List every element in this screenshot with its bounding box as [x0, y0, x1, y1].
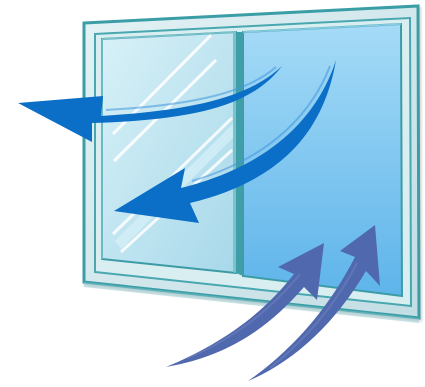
window-divider — [233, 31, 243, 276]
airflow-out-icon — [18, 60, 336, 223]
left-glass-pane — [101, 30, 240, 275]
airflow-in-icon — [166, 225, 380, 381]
airflow-out-arrow-middle — [114, 60, 336, 223]
airflow-in-arrow-right — [248, 225, 380, 381]
airflow-out-arrow-top — [18, 66, 282, 142]
airflow-in-arrow-left — [166, 243, 324, 367]
